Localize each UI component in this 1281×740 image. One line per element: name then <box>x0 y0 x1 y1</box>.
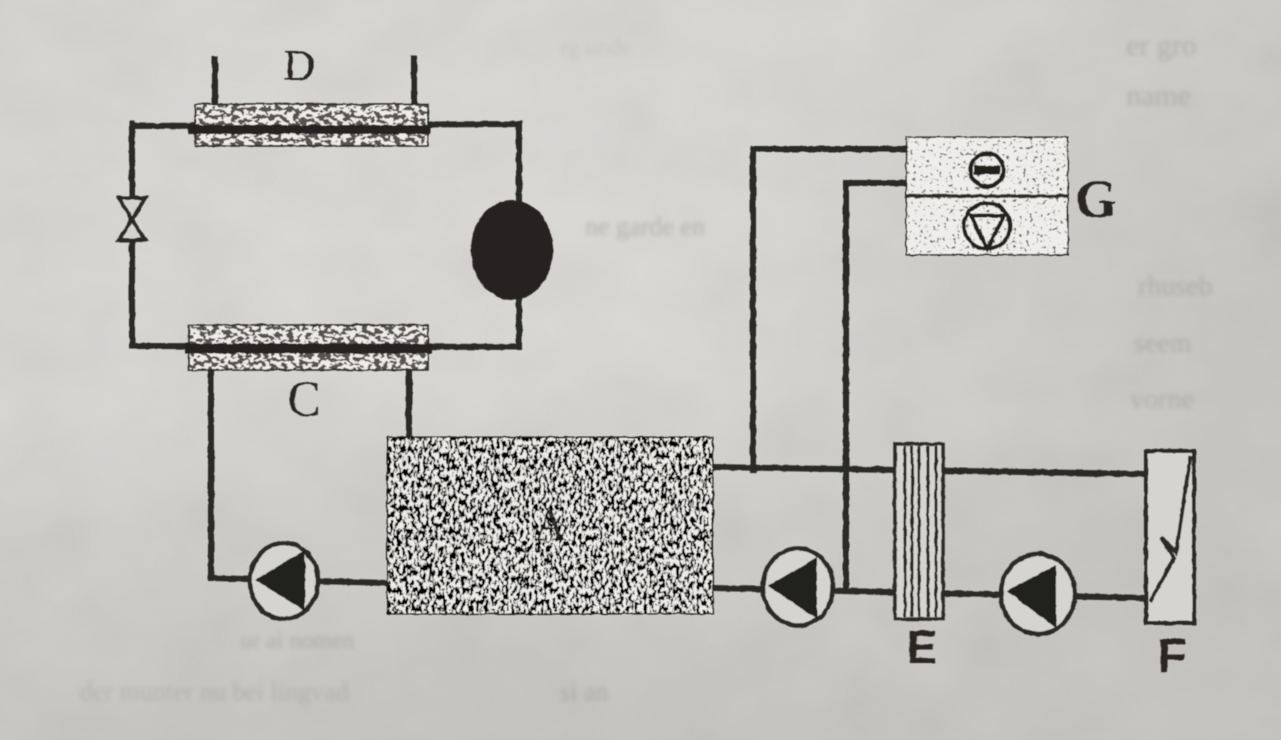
svg-text:er gro: er gro <box>1126 29 1197 62</box>
svg-text:name: name <box>1126 79 1191 112</box>
svg-text:D: D <box>283 41 315 90</box>
svg-text:A: A <box>533 499 566 550</box>
svg-text:seem: seem <box>1134 328 1192 359</box>
svg-text:rhuseb: rhuseb <box>1138 271 1213 302</box>
svg-text:rg unde: rg unde <box>560 35 632 61</box>
svg-text:E: E <box>907 621 938 673</box>
svg-text:F: F <box>1157 630 1186 683</box>
svg-text:si an: si an <box>560 677 608 706</box>
svg-text:G: G <box>1075 169 1117 229</box>
svg-text:C: C <box>287 370 320 426</box>
svg-text:der munter nu bei lingvad: der munter nu bei lingvad <box>80 677 349 706</box>
svg-text:ur ai nomen: ur ai nomen <box>240 628 355 654</box>
svg-text:ne garde en: ne garde en <box>585 212 705 241</box>
svg-text:vorne: vorne <box>1130 384 1194 415</box>
